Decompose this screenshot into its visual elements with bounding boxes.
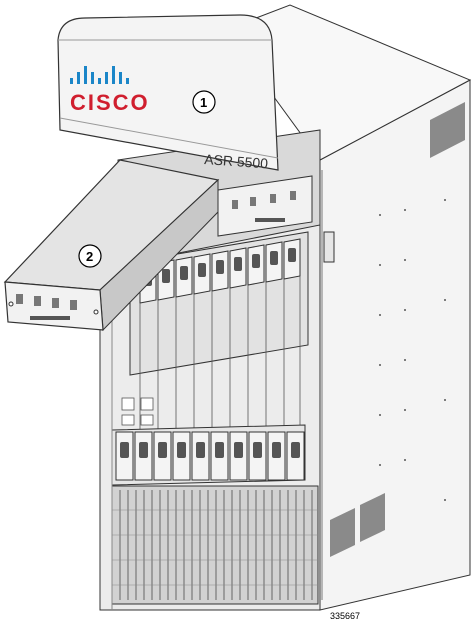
callout-2-label: 2 xyxy=(86,249,93,264)
cisco-logo-text: CISCO xyxy=(70,90,150,115)
front-bezel: CISCO ASR 5500 1 xyxy=(57,14,279,171)
figure-id: 335667 xyxy=(330,611,360,621)
cisco-logo xyxy=(70,66,129,84)
lower-card-slots xyxy=(111,424,306,486)
mid-card-section xyxy=(121,276,301,430)
callout-1-label: 1 xyxy=(200,95,207,110)
lower-air-grille xyxy=(111,485,319,605)
model-label: ASR 5500 xyxy=(204,151,269,171)
chassis-side-panel xyxy=(224,4,472,611)
fan-tray-module: 2 xyxy=(3,159,220,332)
callout-2-circle xyxy=(78,244,102,268)
callout-1-circle xyxy=(192,90,216,114)
